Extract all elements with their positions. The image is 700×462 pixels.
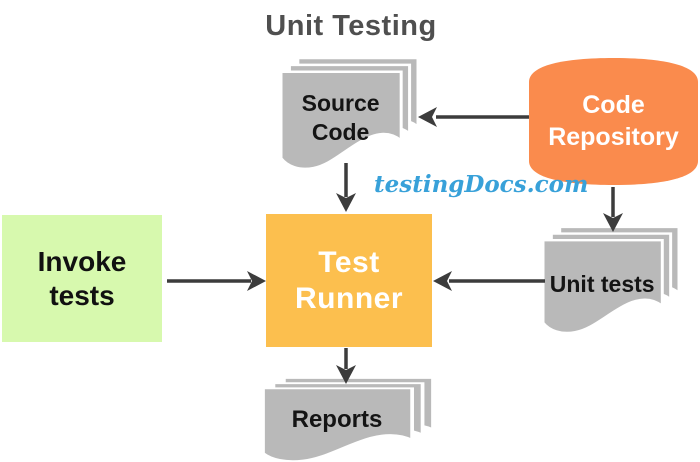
cylinder-icon [529, 58, 698, 185]
node-source-code: Source Code [281, 58, 418, 170]
node-label-test-runner: Test Runner [295, 246, 403, 315]
node-unit-tests: Unit tests [543, 227, 679, 334]
node-label-reports: Reports [291, 406, 383, 434]
document-stack-icon [543, 227, 679, 334]
node-label-invoke-tests: Invoke tests [37, 246, 127, 311]
node-invoke-tests: Invoke tests [2, 215, 162, 342]
node-code-repository: Code Repository [529, 55, 698, 188]
watermark-text: testingDocs.com [374, 171, 589, 198]
arrow-unit-tests-to-test-runner [433, 271, 545, 291]
document-stack-icon [281, 58, 418, 170]
arrow-code-repository-to-source-code [418, 107, 529, 127]
node-test-runner: Test Runner [266, 214, 432, 347]
arrow-source-code-to-test-runner [336, 163, 356, 212]
diagram-title: Unit Testing [265, 10, 437, 42]
arrow-invoke-tests-to-test-runner [167, 271, 266, 291]
arrow-code-repository-to-unit-tests [603, 187, 623, 232]
node-reports: Reports [263, 378, 433, 462]
document-stack-icon [263, 378, 433, 462]
node-label-code-repository: Code Repository [548, 91, 679, 151]
node-label-unit-tests: Unit tests [549, 270, 655, 297]
node-label-source-code: Source Code [301, 90, 380, 145]
